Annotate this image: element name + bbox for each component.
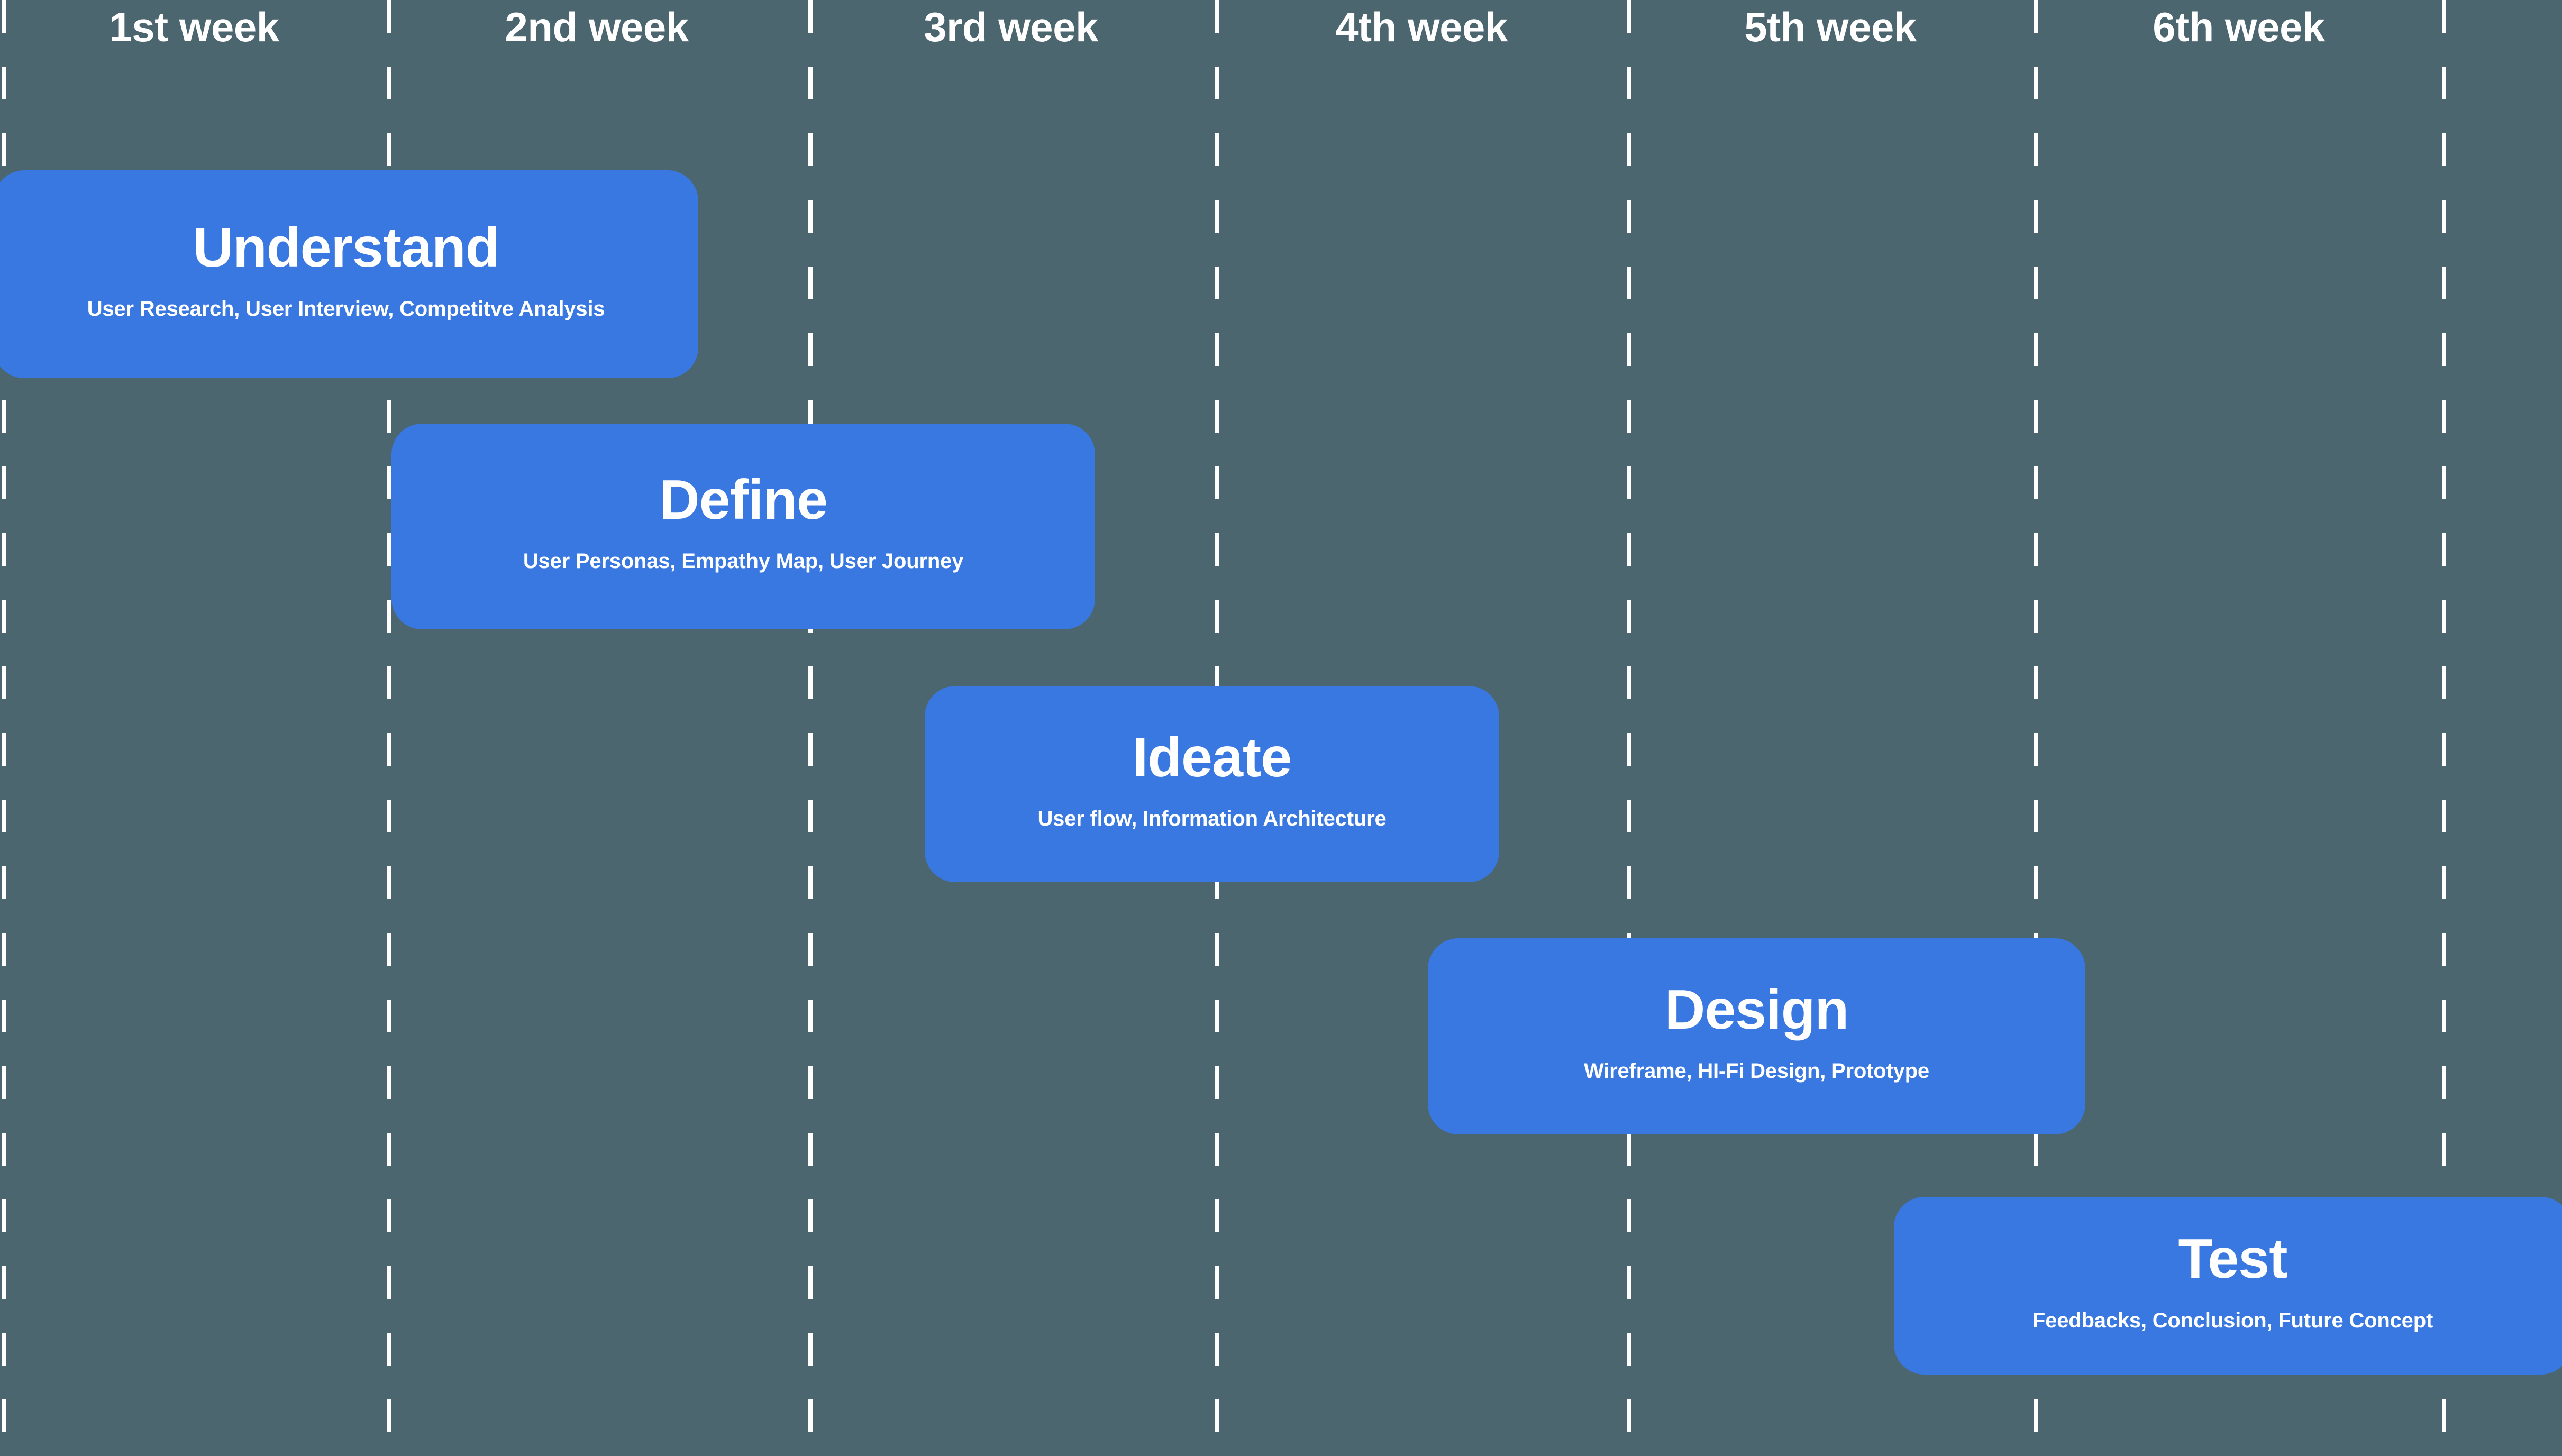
phase-card-ideate[interactable]: Ideate User flow, Information Architectu… bbox=[925, 686, 1499, 882]
phase-card-define[interactable]: Define User Personas, Empathy Map, User … bbox=[391, 424, 1095, 629]
phase-card-test[interactable]: Test Feedbacks, Conclusion, Future Conce… bbox=[1894, 1197, 2562, 1375]
phase-title-design: Design bbox=[1664, 978, 1849, 1041]
phase-title-test: Test bbox=[2178, 1228, 2287, 1290]
week-header-2: 2nd week bbox=[505, 4, 689, 50]
week-header-6: 6th week bbox=[2153, 4, 2325, 50]
week-divider-2 bbox=[808, 0, 813, 1456]
week-header-row: 1st week 2nd week 3rd week 4th week 5th … bbox=[0, 0, 2562, 79]
phase-subtitle-define: User Personas, Empathy Map, User Journey bbox=[523, 550, 964, 573]
week-header-1: 1st week bbox=[109, 4, 279, 50]
phase-subtitle-understand: User Research, User Interview, Competitv… bbox=[87, 297, 605, 321]
week-divider-4 bbox=[1627, 0, 1631, 1456]
phase-title-understand: Understand bbox=[193, 216, 500, 279]
week-header-4: 4th week bbox=[1335, 4, 1508, 50]
phase-title-ideate: Ideate bbox=[1132, 726, 1292, 789]
phase-subtitle-ideate: User flow, Information Architecture bbox=[1037, 807, 1387, 831]
phase-subtitle-test: Feedbacks, Conclusion, Future Concept bbox=[2032, 1308, 2433, 1332]
phase-card-design[interactable]: Design Wireframe, HI-Fi Design, Prototyp… bbox=[1428, 938, 2085, 1134]
week-header-3: 3rd week bbox=[924, 4, 1098, 50]
phase-title-define: Define bbox=[659, 468, 828, 531]
phase-card-understand[interactable]: Understand User Research, User Interview… bbox=[0, 170, 698, 378]
week-header-5: 5th week bbox=[1744, 4, 1917, 50]
phase-subtitle-design: Wireframe, HI-Fi Design, Prototype bbox=[1584, 1059, 1929, 1083]
